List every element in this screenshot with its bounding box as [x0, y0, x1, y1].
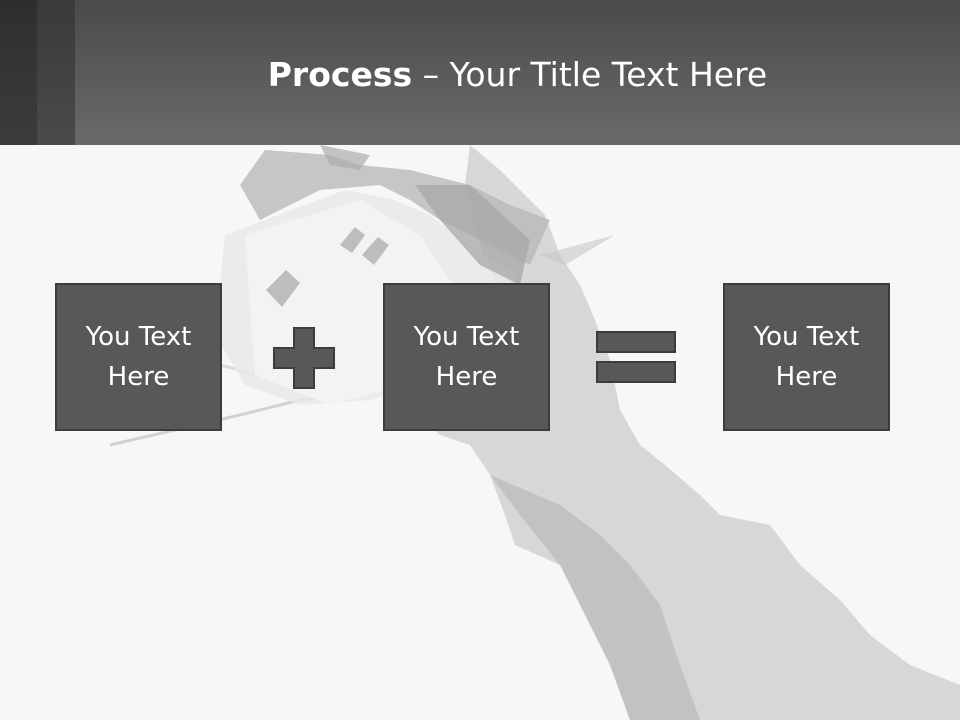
- process-box-3[interactable]: You Text Here: [723, 283, 890, 431]
- slide-title[interactable]: Process – Your Title Text Here: [75, 52, 960, 98]
- header-accent-stripe: [37, 0, 75, 145]
- equals-icon: [596, 331, 676, 383]
- process-box-label: You Text Here: [753, 322, 860, 392]
- process-box-label: You Text Here: [85, 322, 192, 392]
- house-crack-illustration: [109, 145, 960, 720]
- title-bar: Process – Your Title Text Here: [0, 0, 960, 145]
- title-bold-text: Process: [267, 55, 413, 94]
- title-rest-text: – Your Title Text Here: [412, 55, 768, 94]
- process-box-1[interactable]: You Text Here: [55, 283, 222, 431]
- process-box-2[interactable]: You Text Here: [383, 283, 550, 431]
- header-accent-stripe: [0, 0, 37, 145]
- plus-icon: [273, 327, 335, 389]
- process-box-label: You Text Here: [413, 322, 520, 392]
